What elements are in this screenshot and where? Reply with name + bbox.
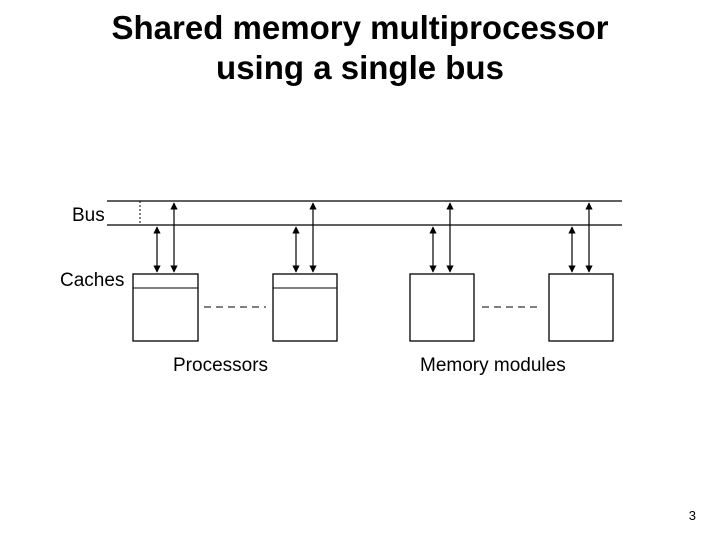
memory-module-1 — [409, 273, 475, 342]
memory-box — [409, 273, 475, 342]
processor-2 — [272, 273, 338, 342]
title-line-1: Shared memory multiprocessor — [111, 9, 609, 46]
bus-label: Bus — [72, 205, 105, 226]
processor-1 — [132, 273, 199, 342]
processor-box — [272, 273, 338, 342]
page-number: 3 — [688, 508, 696, 523]
memory-modules-label: Memory modules — [420, 355, 566, 376]
memory-box — [548, 273, 614, 342]
caches-label: Caches — [60, 270, 124, 291]
memory-module-2 — [548, 273, 614, 342]
processor-box — [132, 273, 199, 342]
title-line-2: using a single bus — [216, 49, 504, 86]
processors-label: Processors — [173, 355, 268, 376]
slide-title: Shared memory multiprocessor using a sin… — [0, 8, 720, 88]
